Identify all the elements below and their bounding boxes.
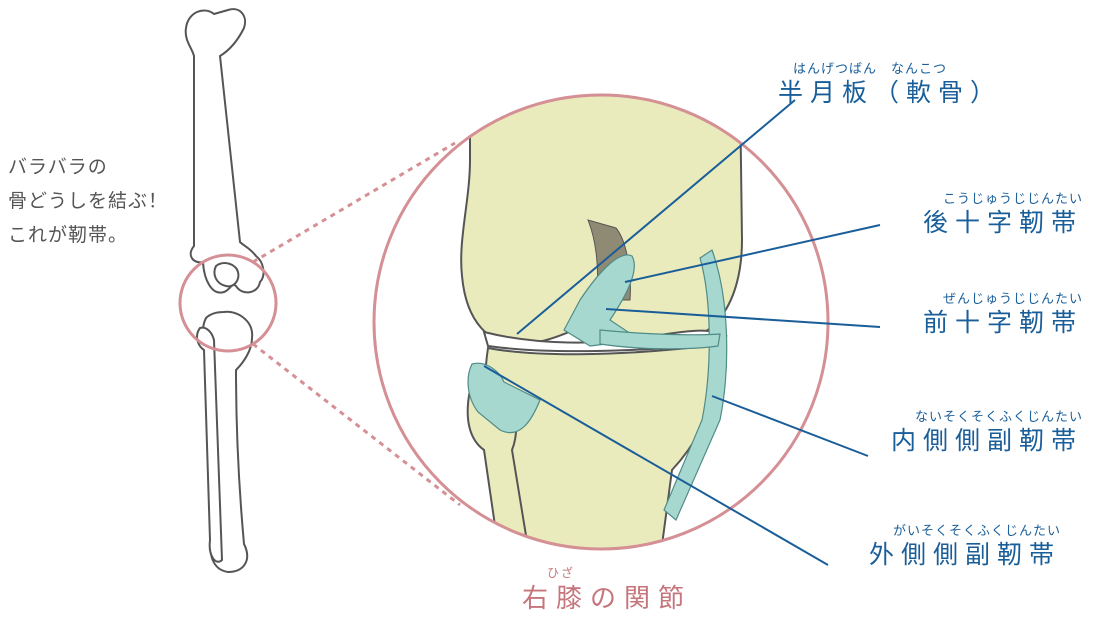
note-line: 骨どうしを結ぶ！: [8, 184, 168, 218]
label-reading: ないそくそくふくじんたい: [891, 410, 1083, 426]
label-meniscus: はんげつばん なんこつ 半月板（軟骨）: [740, 62, 1040, 108]
note-line: バラバラの: [8, 150, 168, 184]
label-reading: ぜんじゅうじじんたい: [923, 292, 1083, 308]
caption-reading: ひざ: [536, 564, 586, 581]
femur-bone: [186, 9, 264, 293]
label-lcl: がいそくそくふくじんたい 外側側副靭帯: [869, 524, 1061, 570]
label-reading: がいそくそくふくじんたい: [869, 524, 1061, 540]
label-term: 外側側副靭帯: [869, 540, 1061, 570]
label-reading: こうじゅうじじんたい: [923, 192, 1083, 208]
label-mcl: ないそくそくふくじんたい 内側側副靭帯: [891, 410, 1083, 456]
label-term: 内側側副靭帯: [891, 426, 1083, 456]
note-line: これが靭帯。: [8, 218, 168, 252]
label-term: 前十字靭帯: [923, 308, 1083, 338]
leg-skeleton: [186, 9, 264, 572]
label-pcl: こうじゅうじじんたい 後十字靭帯: [923, 192, 1083, 238]
label-term: 半月板（軟骨）: [740, 78, 1040, 108]
figure-caption: ひざ 右膝の関節: [492, 578, 722, 615]
label-acl: ぜんじゅうじじんたい 前十字靭帯: [923, 292, 1083, 338]
ligament-note: バラバラの 骨どうしを結ぶ！ これが靭帯。: [8, 150, 168, 252]
label-reading: はんげつばん なんこつ: [740, 62, 1040, 78]
caption-title: 右膝の関節: [492, 578, 722, 615]
label-term: 後十字靭帯: [923, 208, 1083, 238]
